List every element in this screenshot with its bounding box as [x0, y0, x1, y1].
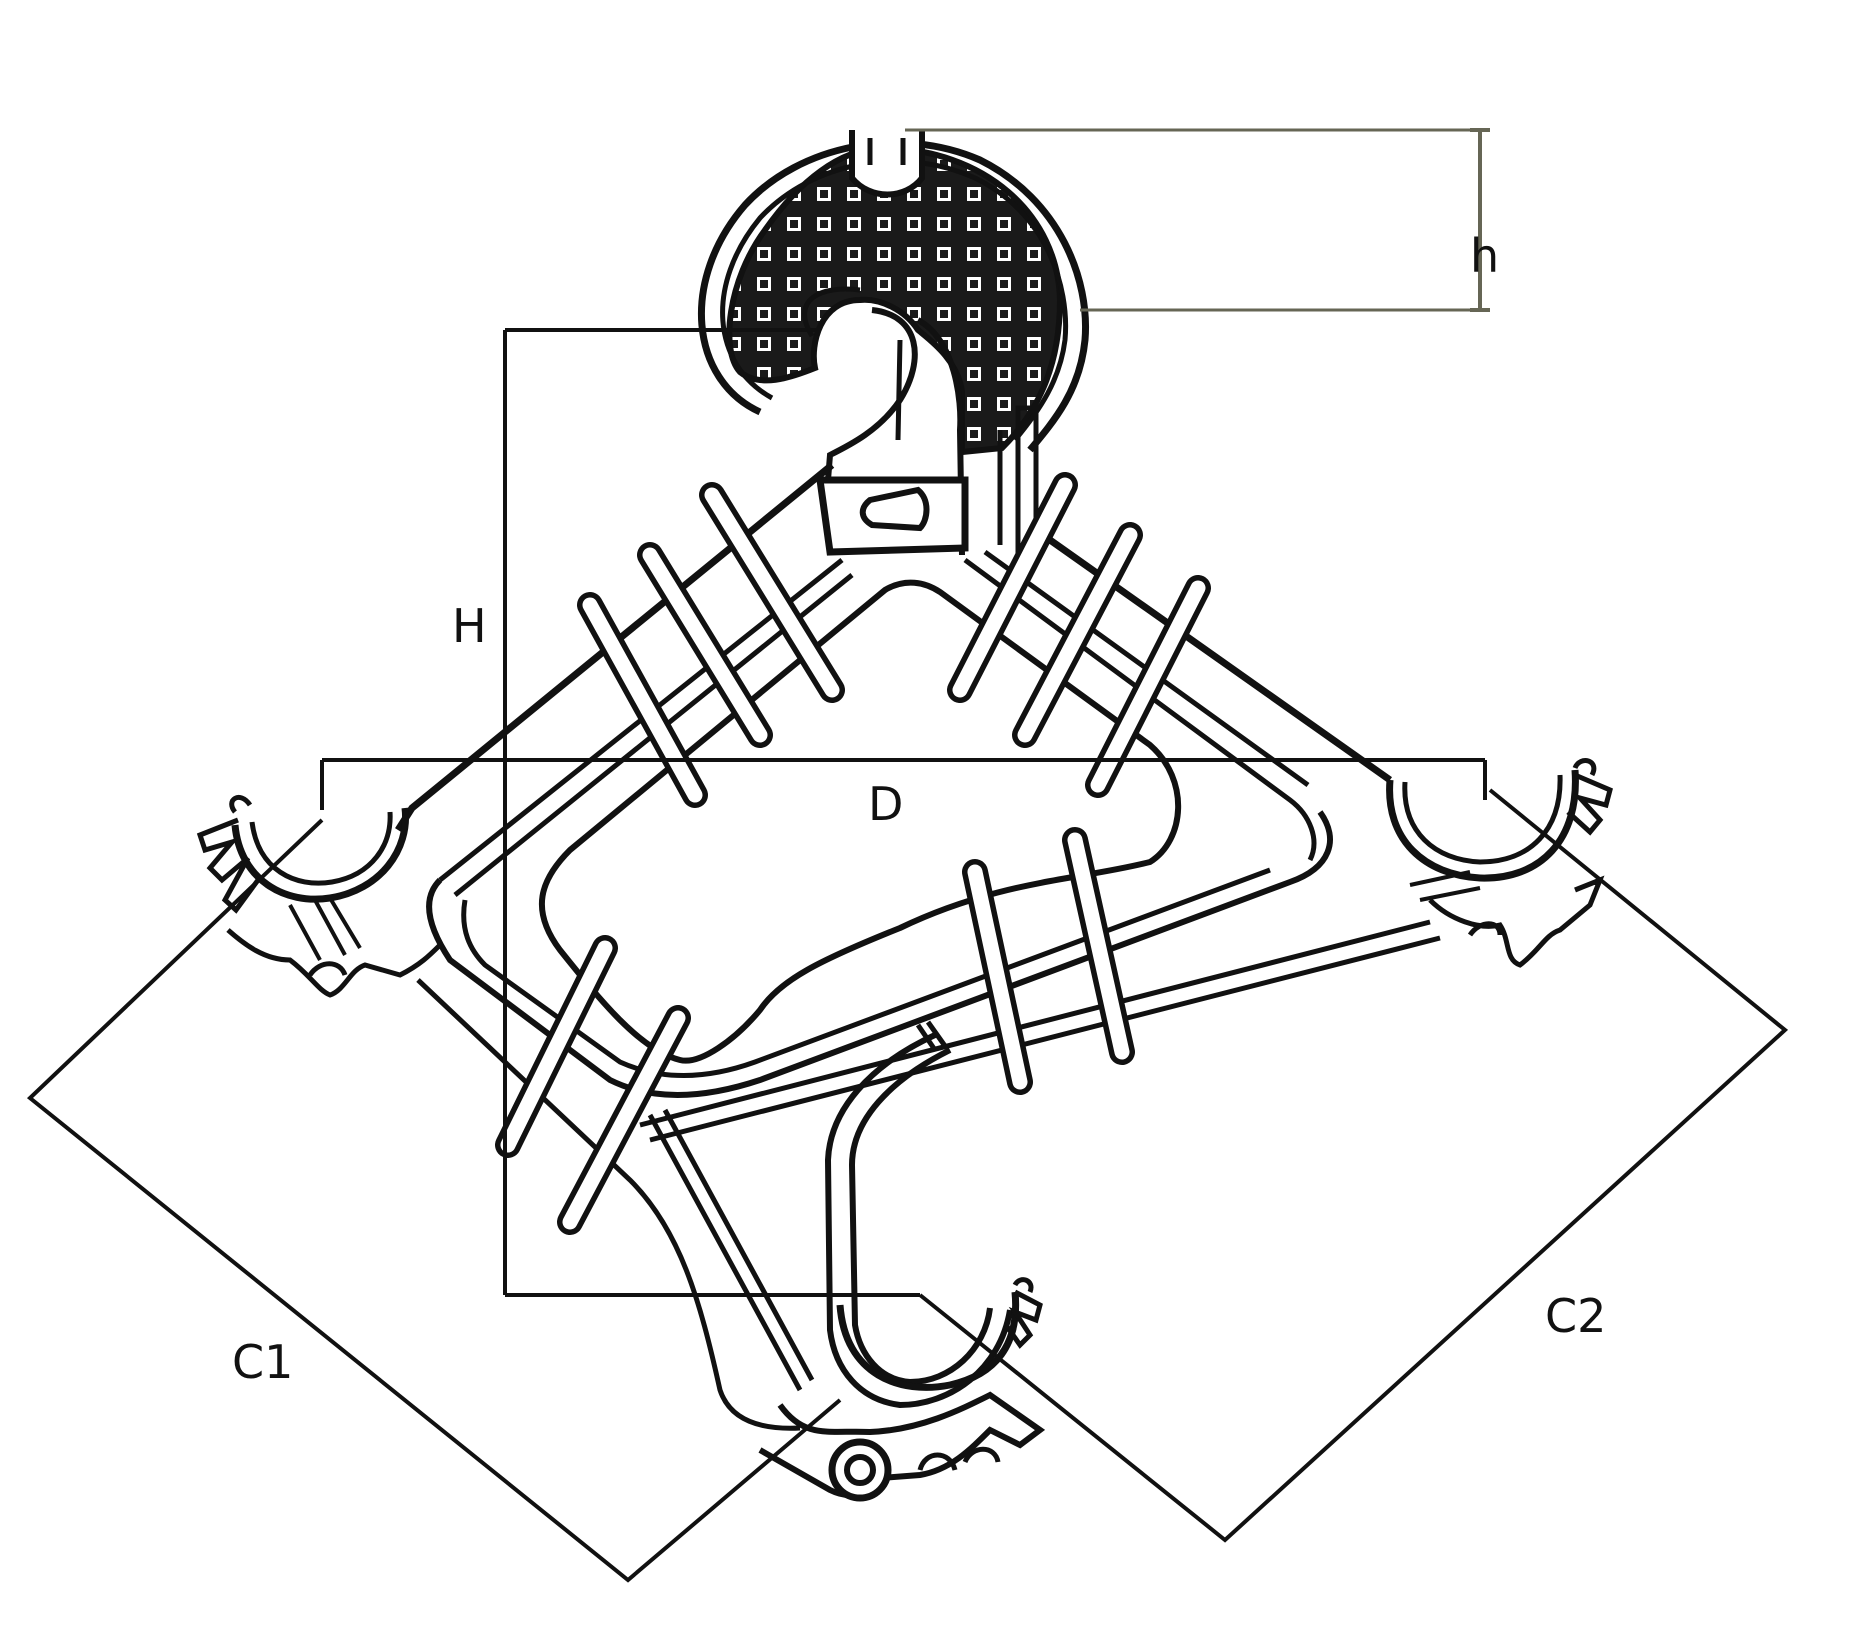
center-drop-joint: [915, 1020, 948, 1052]
grip-bar-fill-8: [562, 1010, 686, 1230]
left-cup-teeth: [196, 794, 261, 914]
left-lower-strut: [416, 978, 815, 1431]
hook-rim-inner-line: [720, 158, 1069, 442]
bottom-center-cup: [836, 1277, 1043, 1391]
hook-mesh-panel: [726, 144, 1064, 456]
label-C2: C2: [1545, 1289, 1606, 1343]
right-cup-joint: [1409, 870, 1481, 902]
inner-opening: [538, 579, 1182, 1064]
hanger-hook: [697, 130, 1090, 563]
right-cup-teeth: [1566, 758, 1613, 836]
label-h: h: [1470, 229, 1499, 283]
hook-stem-outer: [802, 286, 903, 441]
left-shoulder-cup: [196, 794, 442, 998]
bottom-tip-outline: [758, 1391, 1046, 1499]
grip-bar-fill-1: [582, 597, 703, 803]
grip-bar-fill-10: [1067, 832, 1130, 1060]
lower-body-inner: [461, 867, 1271, 1078]
grip-bar-fill-3: [704, 487, 840, 698]
grip-bar-fill-4: [952, 477, 1073, 698]
hook-outer-rim: [697, 139, 1090, 453]
dim-C1-box: [26, 818, 842, 1583]
label-C1: C1: [232, 1335, 293, 1389]
right-cup-base: [1428, 875, 1605, 968]
lower-left-body: [426, 810, 1333, 1098]
left-cup-joint: [288, 896, 362, 961]
bottom-strut: [639, 919, 1441, 1143]
left-cup-base: [226, 928, 442, 998]
dim-h-line: [1470, 128, 1490, 312]
hook-top-notch: [849, 130, 925, 198]
bottom-ring-inner: [844, 1454, 876, 1486]
neck-triangle-hole: [859, 486, 930, 532]
dimension-lines: [26, 128, 1789, 1583]
dim-D-line: [320, 758, 1487, 810]
grip-bars: [495, 472, 1211, 1235]
grip-bar-fill-6: [1090, 580, 1206, 793]
grip-bar-fill-9: [967, 864, 1028, 1090]
label-D: D: [868, 777, 903, 831]
grip-bar-fill-2: [642, 547, 768, 743]
label-H: H: [452, 599, 487, 653]
hook-neck-block: [815, 476, 969, 556]
dim-C2-box: [918, 788, 1789, 1543]
hanger-frame: [395, 462, 1441, 1502]
dim-H-line: [503, 328, 920, 1297]
dim-h-guides: [905, 128, 1485, 312]
bottom-tip-scallop: [917, 1446, 1001, 1471]
right-shoulder-cup: [1386, 758, 1613, 968]
grip-bar-fill-7: [500, 940, 613, 1153]
grip-bar-fill-5: [1017, 527, 1138, 743]
